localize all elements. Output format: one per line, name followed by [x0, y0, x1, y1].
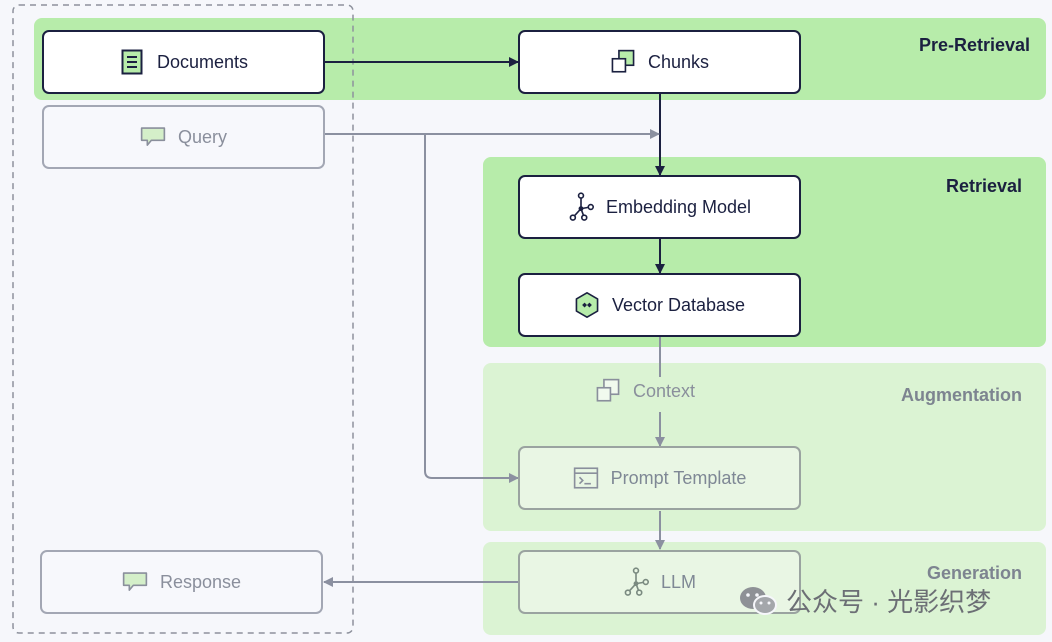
stacked-squares-icon: [595, 378, 621, 404]
network-icon: [568, 192, 594, 221]
watermark-text: 公众号 · 光影织梦: [786, 587, 992, 617]
embedding-model-node: Embedding Model: [518, 175, 801, 239]
stage-label-augmentation: Augmentation: [901, 385, 1022, 405]
embedding-model-label: Embedding Model: [605, 196, 752, 217]
context-node: Context: [595, 378, 695, 404]
prompt-template-node: Prompt Template: [518, 446, 801, 510]
chunks-label: Chunks: [647, 51, 710, 72]
network-icon: [623, 567, 649, 596]
stage-label-generation: Generation: [926, 563, 1022, 583]
edge-query-prompt: [424, 134, 519, 483]
query-node: Query: [42, 105, 325, 169]
stacked-squares-icon: [610, 49, 636, 75]
stage-label-retrieval: Retrieval: [945, 176, 1022, 196]
vector-database-node: Vector Database: [518, 273, 801, 337]
terminal-icon: [573, 465, 599, 491]
hexagon-db-icon: [574, 292, 600, 318]
chunks-node: Chunks: [518, 30, 801, 94]
documents-label: Documents: [156, 51, 249, 72]
chat-bubble-icon: [140, 124, 166, 150]
wechat-icon: [738, 584, 778, 618]
context-label: Context: [633, 380, 696, 401]
document-icon: [119, 49, 145, 75]
stage-label-pre-retrieval: Pre-Retrieval: [918, 35, 1030, 55]
response-label: Response: [159, 571, 242, 592]
query-label: Query: [177, 126, 228, 147]
llm-label: LLM: [660, 571, 696, 592]
vector-database-label: Vector Database: [611, 294, 746, 315]
chat-bubble-icon: [122, 569, 148, 595]
client-boundary: [12, 4, 354, 634]
documents-node: Documents: [42, 30, 325, 94]
prompt-template-label: Prompt Template: [610, 467, 747, 488]
response-node: Response: [40, 550, 323, 614]
watermark: 公众号 · 光影织梦: [738, 582, 991, 619]
